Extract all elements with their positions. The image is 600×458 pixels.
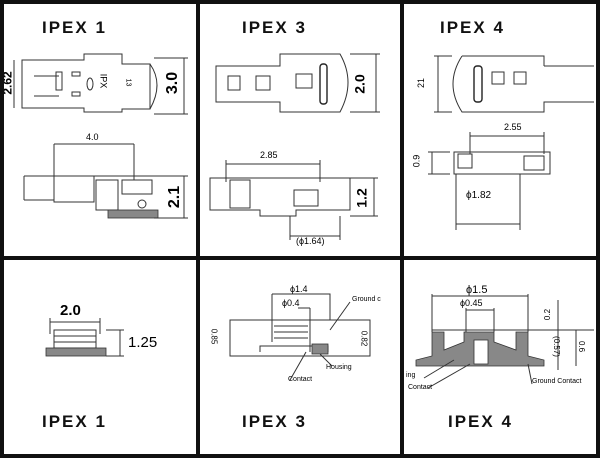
panel-ipex4-profile: IPEX 4 ϕ1.5 ϕ0.45 0.2 (0.57) 0.6 ing Con… bbox=[404, 260, 596, 454]
dim-length: 2.55 bbox=[504, 122, 522, 132]
dim-inner-diameter: ϕ0.45 bbox=[460, 298, 483, 308]
dim-left-height: 0.85 bbox=[209, 328, 219, 345]
dim-height: 21 bbox=[416, 77, 427, 89]
panel-ipex3-profile: IPEX 3 ϕ1.4 ϕ0.4 0.85 0.82 Ground c Hous… bbox=[200, 260, 400, 454]
dim-diameter: (ϕ1.64) bbox=[296, 236, 325, 246]
callout-ground: Ground c bbox=[352, 296, 381, 303]
dim-inner-height: (0.57) bbox=[551, 336, 561, 357]
callout-contact: Contact bbox=[288, 376, 313, 383]
dim-height: 1.25 bbox=[128, 334, 158, 351]
panel-title: IPEX 3 bbox=[242, 412, 307, 431]
panel-ipex1-profile: IPEX 1 2.0 1.25 bbox=[4, 260, 196, 454]
dim-side-height: 1.2 bbox=[353, 188, 370, 208]
dim-height: 2.0 bbox=[351, 74, 368, 94]
dim-inner-diameter: ϕ0.4 bbox=[282, 298, 300, 308]
dim-right-height: 0.82 bbox=[359, 330, 369, 347]
ipex3-drawing bbox=[209, 53, 380, 240]
dim-outer-diameter: ϕ1.4 bbox=[290, 284, 308, 294]
panel-title: IPEX 1 bbox=[42, 18, 107, 37]
panel-ipex3-dimensions: IPEX 3 2.0 2.85 1.2 (ϕ1.64) bbox=[200, 4, 400, 256]
panel-title: IPEX 3 bbox=[242, 18, 307, 37]
marking-13: 13 bbox=[124, 78, 132, 87]
ipex4-drawing bbox=[428, 55, 594, 230]
dim-height: 0.6 bbox=[577, 340, 587, 353]
dim-side-height: 0.9 bbox=[411, 154, 422, 168]
callout-contact: Contact bbox=[408, 384, 433, 391]
ipex4-profile-drawing bbox=[415, 294, 594, 389]
callout-housing: Housing bbox=[326, 364, 352, 371]
dim-height: 3.0 bbox=[164, 71, 182, 95]
dim-diameter: ϕ1.82 bbox=[466, 190, 492, 201]
dim-outer-diameter: ϕ1.5 bbox=[466, 284, 488, 296]
marking-ipx: IPX bbox=[98, 73, 109, 89]
ipex1-drawing bbox=[13, 53, 188, 219]
ipex3-profile-drawing bbox=[229, 293, 371, 381]
panel-ipex4-dimensions: IPEX 4 21 2.55 0.9 ϕ1.82 bbox=[404, 4, 596, 256]
dim-side-height: 2.1 bbox=[166, 185, 184, 209]
dim-top: 0.2 bbox=[543, 308, 553, 321]
callout-ground: Ground Contact bbox=[532, 378, 582, 385]
dim-length: 4.0 bbox=[86, 132, 99, 142]
callout-housing: ing bbox=[406, 372, 416, 379]
panel-title: IPEX 4 bbox=[448, 412, 513, 431]
dim-length: 2.85 bbox=[260, 150, 278, 160]
dim-diameter: 2.0 bbox=[60, 302, 81, 319]
ipex1-profile-drawing bbox=[45, 318, 124, 357]
panel-title: IPEX 1 bbox=[42, 412, 107, 431]
dim-width: 2.62 bbox=[4, 71, 15, 95]
panel-title: IPEX 4 bbox=[440, 18, 505, 37]
panel-ipex1-dimensions: IPEX 1 2.62 IPX 13 3.0 4.0 2.1 bbox=[4, 4, 196, 256]
